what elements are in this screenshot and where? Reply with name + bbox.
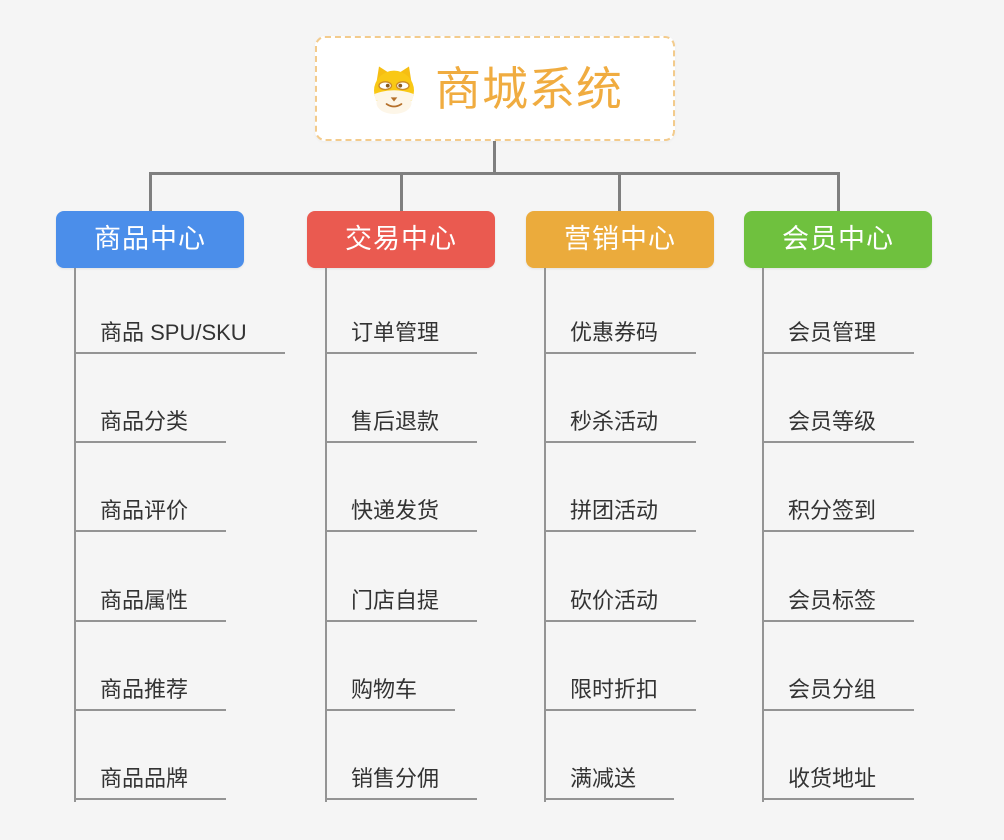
branch-product-center: 商品中心 商品 SPU/SKU 商品分类 商品评价 商品属性 商品推荐 商品品牌 (56, 211, 285, 802)
branch-children-trade: 订单管理 售后退款 快递发货 门店自提 购物车 销售分佣 (325, 268, 565, 802)
child-node[interactable]: 积分签到 (762, 498, 915, 532)
branch-trade-center: 交易中心 订单管理 售后退款 快递发货 门店自提 购物车 销售分佣 (307, 211, 495, 802)
branch-member-center: 会员中心 会员管理 会员等级 积分签到 会员标签 会员分组 收货地址 (744, 211, 932, 802)
connector-drop-marketing (618, 172, 621, 211)
child-node[interactable]: 砍价活动 (544, 588, 697, 622)
child-node[interactable]: 快递发货 (325, 498, 478, 532)
root-node[interactable]: 商城系统 (315, 36, 675, 141)
root-title: 商城系统 (435, 62, 623, 115)
dog-face-icon (367, 64, 421, 114)
connector-drop-product (149, 172, 152, 211)
child-node[interactable]: 商品评价 (74, 498, 227, 532)
child-node[interactable]: 会员标签 (762, 588, 915, 622)
child-node[interactable]: 满减送 (544, 766, 675, 800)
connector-horizontal (149, 172, 840, 175)
connector-drop-trade (400, 172, 403, 211)
child-node[interactable]: 销售分佣 (325, 766, 478, 800)
branch-box-product-center[interactable]: 商品中心 (56, 211, 244, 268)
branch-children-marketing: 优惠券码 秒杀活动 拼团活动 砍价活动 限时折扣 满减送 (544, 268, 784, 802)
child-node[interactable]: 拼团活动 (544, 498, 697, 532)
child-node[interactable]: 会员管理 (762, 320, 915, 354)
child-node[interactable]: 商品属性 (74, 588, 227, 622)
child-node[interactable]: 会员等级 (762, 409, 915, 443)
child-node[interactable]: 门店自提 (325, 588, 478, 622)
child-node[interactable]: 收货地址 (762, 766, 915, 800)
child-node[interactable]: 会员分组 (762, 677, 915, 711)
connector-drop-member (837, 172, 840, 211)
branch-children-member: 会员管理 会员等级 积分签到 会员标签 会员分组 收货地址 (762, 268, 1002, 802)
child-node[interactable]: 售后退款 (325, 409, 478, 443)
child-node[interactable]: 购物车 (325, 677, 456, 711)
branch-marketing-center: 营销中心 优惠券码 秒杀活动 拼团活动 砍价活动 限时折扣 满减送 (526, 211, 714, 802)
connector-root-stem (493, 141, 496, 173)
branch-children-product: 商品 SPU/SKU 商品分类 商品评价 商品属性 商品推荐 商品品牌 (74, 268, 314, 802)
child-node[interactable]: 商品品牌 (74, 766, 227, 800)
child-node[interactable]: 优惠券码 (544, 320, 697, 354)
branch-box-marketing-center[interactable]: 营销中心 (526, 211, 714, 268)
child-node[interactable]: 订单管理 (325, 320, 478, 354)
child-node[interactable]: 限时折扣 (544, 677, 697, 711)
child-node[interactable]: 商品推荐 (74, 677, 227, 711)
branch-box-member-center[interactable]: 会员中心 (744, 211, 932, 268)
branch-box-trade-center[interactable]: 交易中心 (307, 211, 495, 268)
child-node[interactable]: 秒杀活动 (544, 409, 697, 443)
child-node[interactable]: 商品 SPU/SKU (74, 320, 285, 354)
child-node[interactable]: 商品分类 (74, 409, 227, 443)
